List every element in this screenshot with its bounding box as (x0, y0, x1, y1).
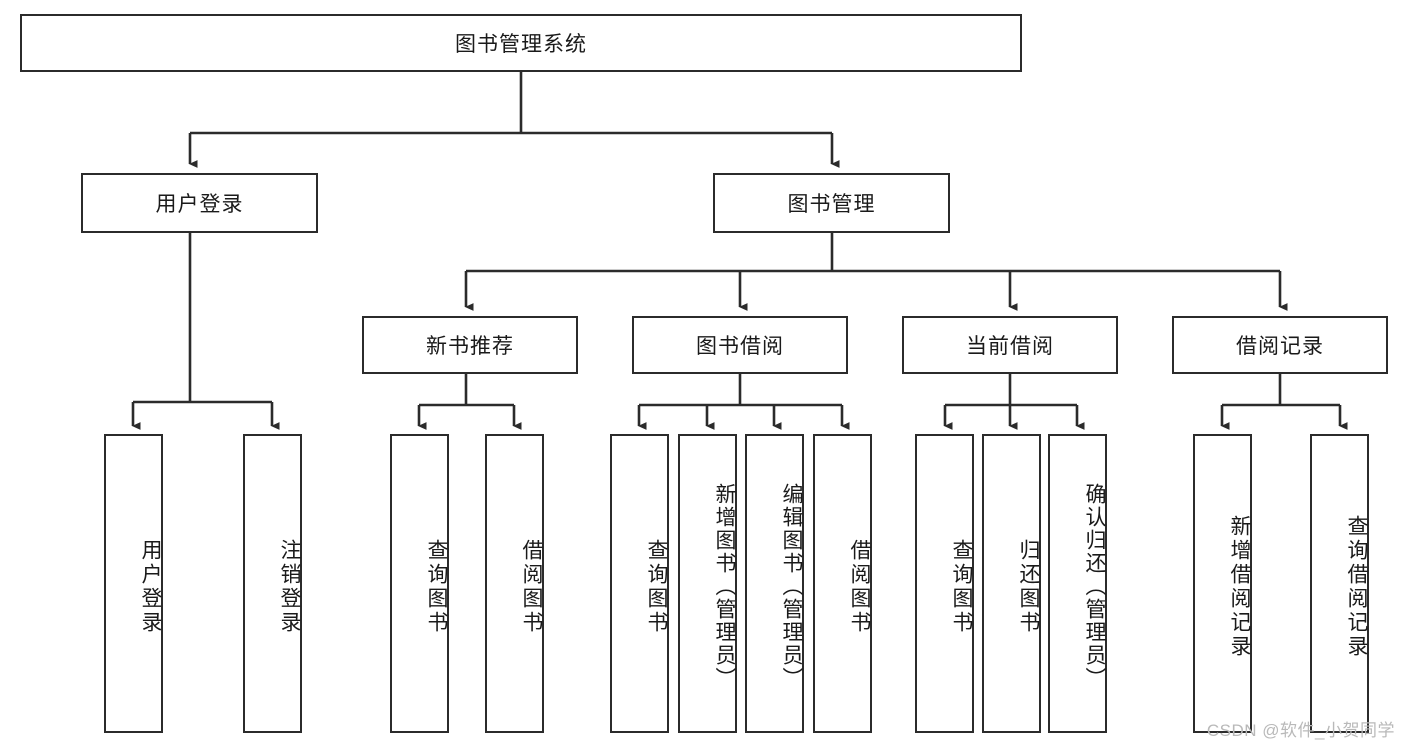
leaf-query-book-recommend[interactable]: 查询图书 (390, 434, 449, 733)
node-label: 图书管理系统 (455, 33, 587, 56)
node-current-borrowing[interactable]: 当前借阅 (902, 316, 1118, 374)
node-label: 借阅记录 (1236, 335, 1324, 358)
node-label: 图书借阅 (696, 335, 784, 358)
node-label: 当前借阅 (966, 335, 1054, 358)
leaf-borrow-book-recommend[interactable]: 借阅图书 (485, 434, 544, 733)
node-label: 编辑图书（管理员） (780, 483, 803, 690)
node-label: 借阅图书 (848, 538, 871, 635)
leaf-user-logout[interactable]: 注销登录 (243, 434, 302, 733)
node-label: 注销登录 (278, 538, 301, 635)
node-book-management[interactable]: 图书管理 (713, 173, 950, 233)
node-new-book-recommendation[interactable]: 新书推荐 (362, 316, 578, 374)
leaf-user-login[interactable]: 用户登录 (104, 434, 163, 733)
node-label: 新增借阅记录 (1228, 514, 1251, 659)
node-label: 图书管理 (787, 193, 876, 216)
node-user-login[interactable]: 用户登录 (81, 173, 318, 233)
node-label: 查询图书 (950, 538, 973, 635)
leaf-return-book[interactable]: 归还图书 (982, 434, 1041, 733)
leaf-confirm-return-admin[interactable]: 确认归还（管理员） (1048, 434, 1107, 733)
node-label: 用户登录 (139, 538, 162, 635)
csdn-watermark: CSDN @软件_小贺同学 (1206, 721, 1395, 740)
node-label: 查询图书 (645, 538, 668, 635)
node-label: 查询借阅记录 (1345, 514, 1368, 659)
leaf-add-book-admin[interactable]: 新增图书（管理员） (678, 434, 737, 733)
node-label: 确认归还（管理员） (1083, 483, 1106, 690)
leaf-query-book-current[interactable]: 查询图书 (915, 434, 974, 733)
node-label: 用户登录 (155, 193, 244, 216)
node-label: 查询图书 (425, 538, 448, 635)
node-label: 借阅图书 (520, 538, 543, 635)
node-root-book-management-system[interactable]: 图书管理系统 (20, 14, 1022, 72)
leaf-add-borrow-record[interactable]: 新增借阅记录 (1193, 434, 1252, 733)
leaf-query-book-borrow[interactable]: 查询图书 (610, 434, 669, 733)
node-label: 归还图书 (1017, 538, 1040, 635)
node-borrow-records[interactable]: 借阅记录 (1172, 316, 1388, 374)
node-label: 新书推荐 (426, 335, 514, 358)
leaf-edit-book-admin[interactable]: 编辑图书（管理员） (745, 434, 804, 733)
node-book-borrowing[interactable]: 图书借阅 (632, 316, 848, 374)
leaf-borrow-book[interactable]: 借阅图书 (813, 434, 872, 733)
node-label: 新增图书（管理员） (713, 483, 736, 690)
leaf-query-borrow-record[interactable]: 查询借阅记录 (1310, 434, 1369, 733)
